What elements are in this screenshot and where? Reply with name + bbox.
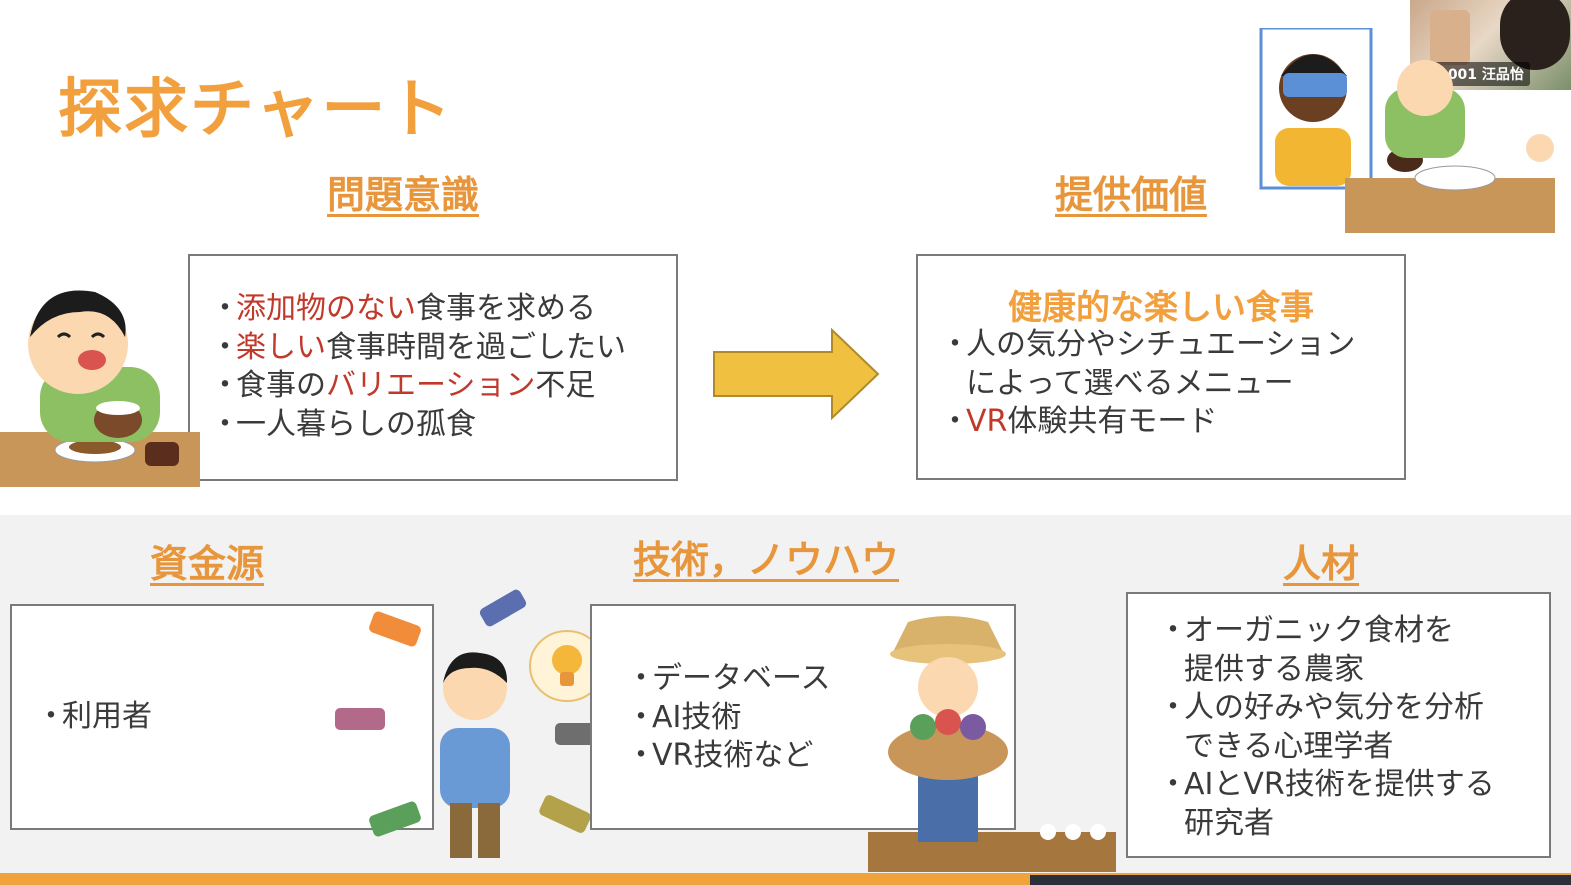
hair-shape [30, 290, 126, 337]
problem-item: ・食事のバリエーション不足 [210, 368, 596, 403]
talent-box: ・オーガニック食材を 提供する農家 ・人の好みや気分を分析 できる心理学者 ・A… [1126, 592, 1551, 858]
tech-item: ・VR技術など [626, 738, 814, 773]
participant-hand [1430, 10, 1470, 65]
talent-item: ・AIとVR技術を提供する [1158, 767, 1495, 802]
value-box: 健康的な楽しい食事 ・人の気分やシチュエーション によって選べるメニュー ・VR… [916, 254, 1406, 480]
participant-hair [1500, 0, 1570, 70]
problem-box: ・添加物のない食事を求める ・楽しい食事時間を過ごしたい ・食事のバリエーション… [188, 254, 678, 481]
jacket-shape [440, 728, 510, 808]
problem-item: ・添加物のない食事を求める [210, 291, 596, 326]
value-subtitle: 健康的な楽しい食事 [1008, 288, 1314, 328]
lightbulb-icon [529, 630, 605, 702]
problem-item: ・楽しい食事時間を過ごしたい [210, 329, 626, 365]
tech-list: ・データベース ・AI技術 ・VR技術など [626, 660, 831, 776]
problem-list: ・添加物のない食事を求める ・楽しい食事時間を過ごしたい ・食事のバリエーション… [210, 290, 626, 444]
investor-money-illustration [335, 589, 600, 858]
talent-item-continued: 研究者 [1184, 805, 1274, 841]
funding-heading: 資金源 [150, 542, 265, 586]
value-heading: 提供価値 [1055, 173, 1208, 217]
talent-item-continued: できる心理学者 [1184, 728, 1394, 764]
tech-item: ・データベース [626, 661, 831, 696]
value-item: ・VR体験共有モード [940, 404, 1218, 439]
slide-title: 探求チャート [58, 73, 454, 147]
value-item-continued: によって選べるメニュー [966, 365, 1294, 401]
face-shape [28, 294, 128, 394]
value-item: ・人の気分やシチュエーション [940, 327, 1356, 362]
talent-item-continued: 提供する農家 [1184, 651, 1364, 687]
talent-item: ・人の好みや気分を分析 [1158, 690, 1484, 725]
problem-heading: 問題意識 [327, 173, 480, 217]
talent-list: ・オーガニック食材を 提供する農家 ・人の好みや気分を分析 できる心理学者 ・A… [1158, 612, 1495, 843]
talent-heading: 人材 [1283, 542, 1360, 586]
talent-item: ・オーガニック食材を [1158, 613, 1454, 648]
problem-item: ・一人暮らしの孤食 [210, 406, 476, 442]
funding-list: ・利用者 [36, 698, 152, 737]
value-list: ・人の気分やシチュエーション によって選べるメニュー ・VR体験共有モード [940, 326, 1355, 442]
right-arrow-icon [713, 328, 880, 420]
farmer-vegetables-illustration [868, 616, 1116, 872]
footer-dark-bar [1030, 875, 1571, 885]
tech-heading: 技術，ノウハウ [633, 538, 900, 582]
tech-item: ・AI技術 [626, 699, 742, 735]
funding-item: ・利用者 [36, 699, 152, 734]
vr-headset-dining-illustration [1259, 28, 1555, 233]
vr-headset-shape [1283, 73, 1347, 97]
eating-boy-illustration [0, 290, 200, 487]
